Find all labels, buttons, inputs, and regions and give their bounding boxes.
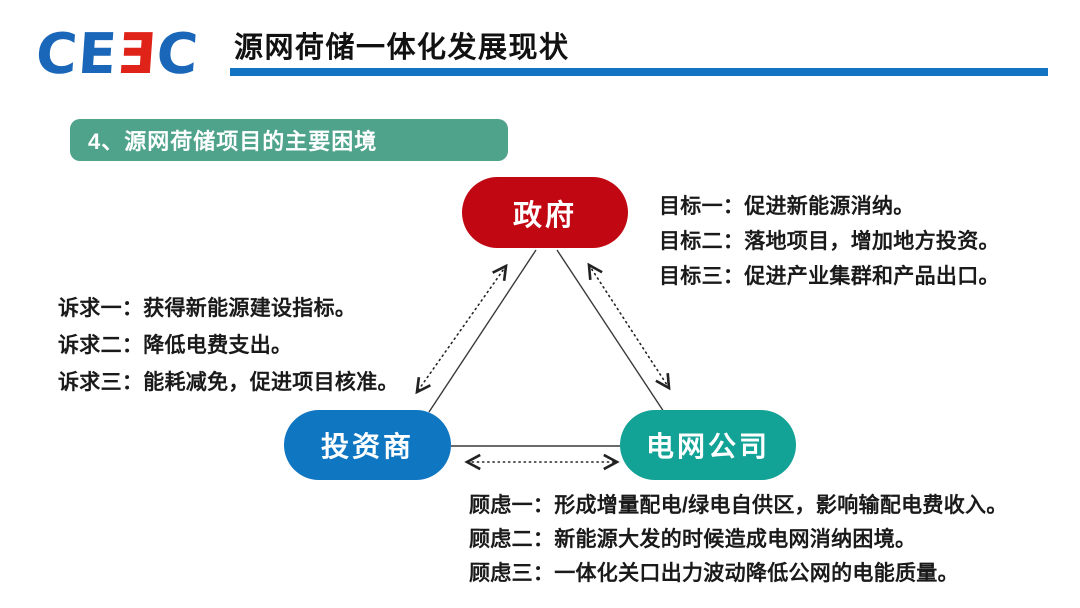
logo-letter: E	[75, 22, 120, 87]
title-underline-bar	[230, 68, 1048, 76]
logo-letter-red: E	[115, 22, 159, 87]
concern-line: 顾虑一：形成增量配电/绿电自供区，影响输配电费收入。	[469, 494, 1008, 517]
grid-concerns-text: 顾虑一：形成增量配电/绿电自供区，影响输配电费收入。 顾虑二：新能源大发的时候造…	[469, 489, 1008, 591]
node-grid-company: 电网公司	[620, 410, 796, 480]
section-badge: 4、源网荷储项目的主要困境	[70, 119, 508, 161]
concern-line: 顾虑二：新能源大发的时候造成电网消纳困境。	[469, 528, 917, 551]
node-investor: 投资商	[284, 410, 451, 480]
slide-title: 源网荷储一体化发展现状	[234, 32, 570, 64]
node-investor-label: 投资商	[320, 431, 414, 462]
investor-demands-text: 诉求一：获得新能源建设指标。 诉求二：降低电费支出。 诉求三：能耗减免，促进项目…	[58, 290, 399, 401]
goal-line: 目标一：促进新能源消纳。	[659, 195, 915, 218]
logo-letter: C	[154, 22, 202, 87]
arrow-gov-investor	[417, 266, 506, 392]
arrow-gov-grid	[589, 265, 669, 388]
line-gov-investor	[428, 249, 537, 413]
demand-line: 诉求一：获得新能源建设指标。	[58, 297, 357, 320]
line-gov-grid	[556, 249, 665, 413]
node-government-label: 政府	[512, 199, 577, 232]
government-goals-text: 目标一：促进新能源消纳。 目标二：落地项目，增加地方投资。 目标三：促进产业集群…	[659, 189, 1000, 294]
goal-line: 目标二：落地项目，增加地方投资。	[659, 230, 1000, 253]
demand-line: 诉求二：降低电费支出。	[58, 334, 293, 357]
company-logo: CEEC	[34, 22, 201, 88]
logo-letter: C	[33, 22, 81, 87]
goal-line: 目标三：促进产业集群和产品出口。	[659, 265, 1000, 288]
demand-line: 诉求三：能耗减免，促进项目核准。	[58, 371, 399, 394]
node-government: 政府	[462, 177, 628, 248]
section-badge-label: 4、源网荷储项目的主要困境	[88, 129, 378, 154]
node-grid-company-label: 电网公司	[645, 431, 770, 462]
concern-line: 顾虑三：一体化关口出力波动降低公网的电能质量。	[469, 562, 959, 585]
